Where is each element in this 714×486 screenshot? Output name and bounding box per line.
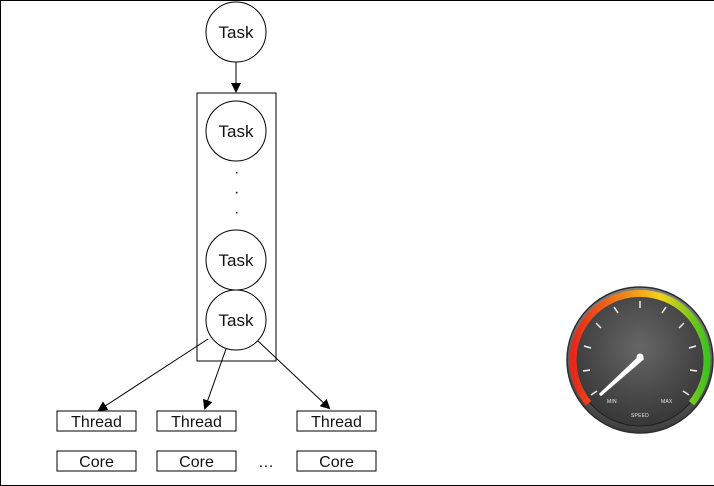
task-stack-box [196, 92, 277, 362]
stack-task-label-2: Task [219, 251, 254, 270]
thread-label-2: Thread [171, 414, 222, 431]
gauge-tick [661, 306, 667, 314]
arrow-to-thread-3 [257, 340, 331, 410]
stack-task-label-3: Task [219, 311, 254, 330]
gauge-tick [582, 369, 591, 372]
core-label-3: Core [319, 454, 354, 471]
stack-dot-2: · [234, 184, 239, 201]
gauge-tick [682, 390, 690, 396]
thread-box-2 [156, 410, 237, 432]
gauge-needle-hub [636, 353, 644, 361]
thread-box-3 [296, 410, 377, 432]
core-label-1: Core [79, 454, 114, 471]
thread-box-1 [56, 410, 137, 432]
arrow-to-thread-1 [97, 338, 209, 412]
gauge-tick [595, 322, 602, 329]
stack-task-node-1 [205, 100, 267, 162]
gauge-tick [689, 369, 698, 372]
thread-label-1: Thread [71, 414, 122, 431]
gauge-tick [613, 306, 619, 314]
stack-dot-3: · [234, 204, 239, 221]
arrow-to-thread-2 [202, 348, 227, 410]
gauge-tick [583, 345, 592, 349]
stack-task-label-1: Task [219, 122, 254, 141]
gauge-tick [688, 345, 697, 349]
thread-label-3: Thread [311, 414, 362, 431]
core-box-1 [56, 450, 137, 472]
gauge-max-label: MAX [661, 399, 673, 405]
core-label-2: Core [179, 454, 214, 471]
gauge-tick [590, 390, 598, 396]
gauge-tick [678, 322, 685, 329]
gauge-caption: SPEED [631, 413, 649, 419]
gauge-min-label: MIN [607, 399, 617, 405]
core-box-2 [156, 450, 237, 472]
stack-dot-1: · [234, 164, 239, 181]
core-box-3 [296, 450, 377, 472]
stack-task-node-3 [205, 289, 267, 351]
top-task-label: Task [219, 23, 254, 42]
core-ellipsis: … [258, 454, 274, 471]
gauge-color-arc [569, 289, 711, 406]
speed-gauge-icon: MIN MAX SPEED [566, 286, 714, 434]
